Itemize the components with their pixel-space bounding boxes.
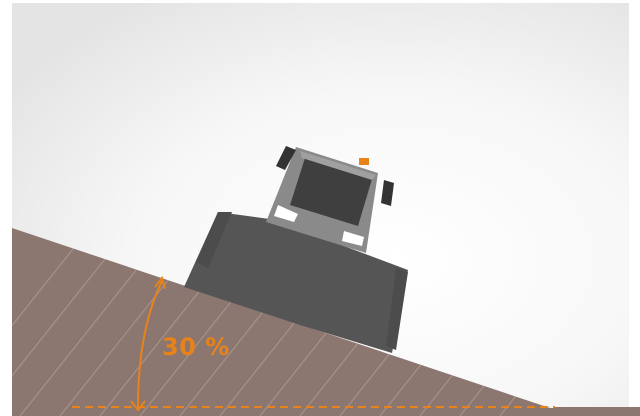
vehicle-cab xyxy=(266,146,394,253)
headlight-right xyxy=(342,231,364,246)
beacon-light xyxy=(359,158,369,165)
vehicle-track-left xyxy=(196,212,232,268)
vehicle-body xyxy=(184,212,408,353)
mirror-right xyxy=(381,180,394,206)
tracked-vehicle xyxy=(184,146,408,353)
angle-arc xyxy=(130,275,166,412)
headlight-left xyxy=(274,205,298,222)
mirror-left xyxy=(276,146,296,170)
slope-grade-label: 30 % xyxy=(162,333,230,361)
vehicle-track-right xyxy=(386,268,408,350)
